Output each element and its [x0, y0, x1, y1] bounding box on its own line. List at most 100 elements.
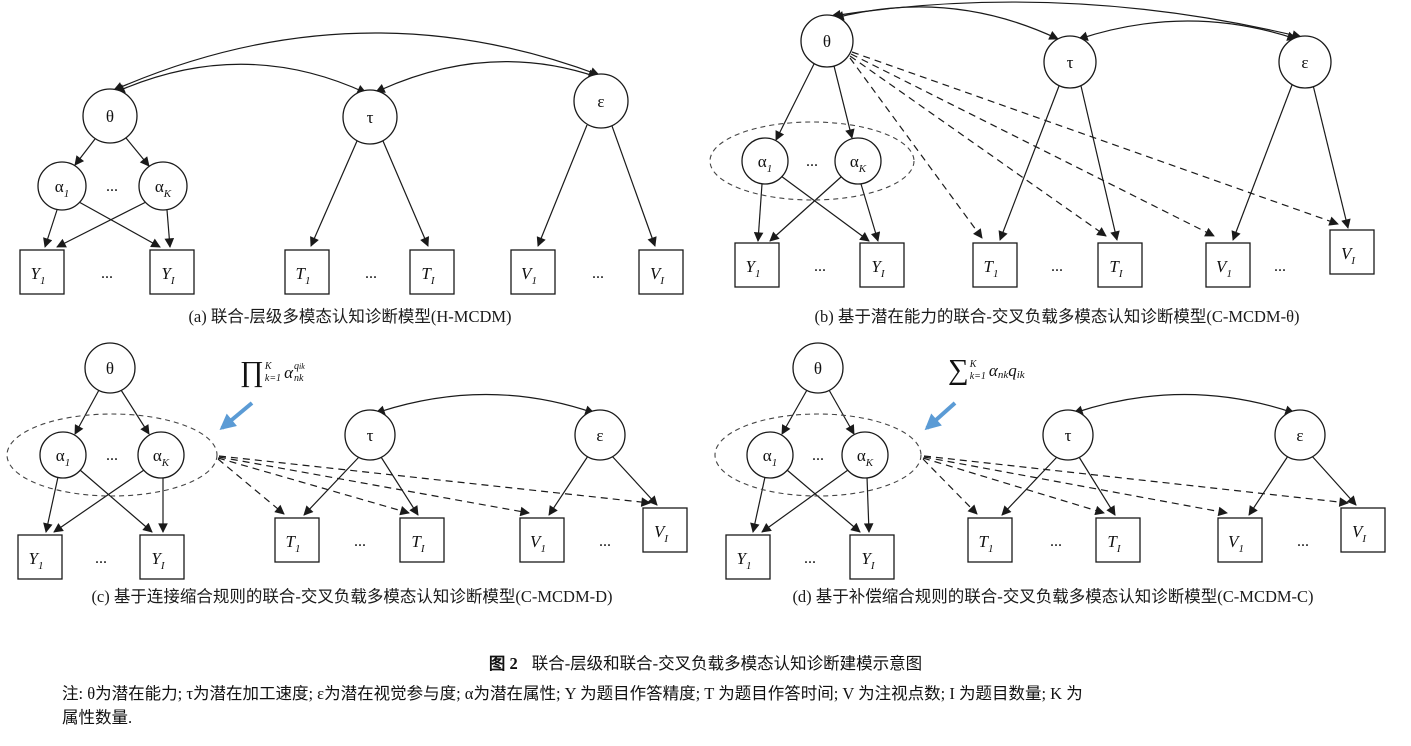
TI-node	[1097, 242, 1143, 288]
alpha1-node	[39, 431, 87, 479]
panel-b-cross-loadings	[849, 51, 1339, 239]
Y-ellipsis: ...	[814, 258, 826, 275]
panel-c-edges	[43, 389, 658, 533]
alphaK-node	[138, 161, 188, 211]
theta-label: θ	[106, 359, 114, 378]
epsilon-label: ε	[1301, 53, 1308, 72]
theta-label: θ	[106, 107, 114, 126]
theta-node	[792, 342, 844, 394]
panel-a: θ τ ε α1 αK ... Y1 YI ... T1 TI ... V1 V…	[19, 32, 684, 326]
V1-node	[1205, 242, 1251, 288]
panel-d: θ α1 αK ... τ ε Y1 YI ... T1 TI ... V1 V…	[714, 342, 1386, 606]
VI-node	[642, 507, 688, 553]
V-ellipsis: ...	[1297, 533, 1309, 550]
epsilon-node	[573, 73, 629, 129]
YI-node	[149, 249, 195, 295]
Y-ellipsis: ...	[101, 265, 113, 282]
VI-node	[1340, 507, 1386, 553]
Y1-node	[19, 249, 65, 295]
T-ellipsis: ...	[1050, 533, 1062, 550]
T-ellipsis: ...	[365, 265, 377, 282]
epsilon-label: ε	[597, 92, 604, 111]
panel-b-correlation-arcs	[831, 1, 1302, 41]
theta-node	[84, 342, 136, 394]
alpha-ellipsis: ...	[806, 153, 818, 170]
note-line-1: 注: θ为潜在能力; τ为潜在加工速度; ε为潜在视觉参与度; α为潜在属性; …	[62, 684, 1083, 703]
product-limits: K k=1	[265, 361, 281, 384]
alpha1-node	[741, 137, 789, 185]
figure-caption: 图 2 联合-层级和联合-交叉负载多模态认知诊断建模示意图	[0, 650, 1411, 674]
epsilon-label: ε	[596, 426, 603, 445]
sum-limits: K k=1	[970, 359, 986, 382]
tau-label: τ	[367, 108, 374, 127]
panel-d-cross-loadings	[922, 455, 1349, 517]
Y1-label: Y1	[746, 257, 761, 280]
alphaK-label: αK	[153, 446, 170, 469]
TI-node	[1095, 517, 1141, 563]
Y1-label: Y1	[737, 549, 752, 572]
product-upper-limit: K	[264, 361, 272, 372]
Y-ellipsis: ...	[804, 550, 816, 567]
epsilon-label: ε	[1296, 426, 1303, 445]
sum-condensation-formula: ∑ K k=1 α nk q ik	[948, 356, 1025, 385]
panel-d-caption: (d) 基于补偿缩合规则的联合-交叉负载多模态认知诊断模型(C-MCDM-C)	[792, 587, 1313, 606]
tau-node	[1043, 35, 1097, 89]
epsilon-node	[1278, 35, 1332, 89]
theta-node	[82, 88, 138, 144]
tau-epsilon-arc	[1073, 393, 1295, 415]
YI-label: YI	[151, 549, 165, 572]
alpha-ellipsis: ...	[106, 178, 118, 195]
theta-label: θ	[823, 32, 831, 51]
T1-label: T1	[979, 532, 994, 555]
q-subscript: ik	[1016, 368, 1025, 381]
alphaK-label: αK	[155, 177, 172, 200]
V-ellipsis: ...	[592, 265, 604, 282]
tau-node	[1042, 409, 1094, 461]
alpha-ellipsis: ...	[106, 447, 118, 464]
panel-b-edges	[753, 63, 1351, 242]
attribute-group-ellipse	[6, 413, 218, 497]
Y1-node	[17, 534, 63, 580]
YI-node	[139, 534, 185, 580]
alpha-ellipsis: ...	[812, 447, 824, 464]
alpha1-node	[746, 431, 794, 479]
T1-node	[972, 242, 1018, 288]
T1-label: T1	[984, 257, 999, 280]
figure-note: 注: θ为潜在能力; τ为潜在加工速度; ε为潜在视觉参与度; α为潜在属性; …	[62, 682, 1392, 730]
tau-node	[344, 409, 396, 461]
TI-node	[409, 249, 455, 295]
sum-operator: ∑	[948, 354, 969, 386]
YI-label: YI	[871, 257, 885, 280]
alpha1-label: α1	[758, 152, 772, 175]
alphaK-label: αK	[857, 446, 874, 469]
theta-label: θ	[814, 359, 822, 378]
attribute-group-ellipse	[709, 121, 915, 201]
VI-node	[638, 249, 684, 295]
YI-label: YI	[861, 549, 875, 572]
formula-pointer-arrow	[924, 401, 957, 431]
T1-node	[284, 249, 330, 295]
figure-title: 联合-层级和联合-交叉负载多模态认知诊断建模示意图	[531, 654, 923, 673]
T-ellipsis: ...	[354, 533, 366, 550]
VI-node	[1329, 229, 1375, 275]
alpha-variable: α	[284, 363, 293, 382]
YI-label: YI	[161, 264, 175, 287]
Y-ellipsis: ...	[95, 550, 107, 567]
panel-a-correlation-arcs	[113, 32, 600, 94]
YI-node	[859, 242, 905, 288]
tau-label: τ	[1065, 426, 1072, 445]
model-diagrams: θ τ ε α1 αK ... Y1 YI ... T1 TI ... V1 V…	[6, 1, 1386, 606]
T1-label: T1	[286, 532, 301, 555]
Y1-node	[725, 534, 771, 580]
figure-number: 图 2	[488, 654, 518, 673]
sum-upper-limit: K	[969, 359, 977, 370]
V1-node	[519, 517, 565, 563]
note-line-2: 属性数量.	[62, 707, 133, 727]
panel-a-caption: (a) 联合-层级多模态认知诊断模型(H-MCDM)	[188, 307, 511, 326]
alphaK-node	[841, 431, 889, 479]
TI-label: TI	[1107, 532, 1121, 555]
panel-b-caption: (b) 基于潜在能力的联合-交叉负载多模态认知诊断模型(C-MCDM-θ)	[814, 307, 1299, 326]
q-superscript: q	[294, 361, 299, 372]
alpha-scripts: qik nk	[294, 361, 305, 384]
alpha-subscript: nk	[997, 368, 1009, 381]
